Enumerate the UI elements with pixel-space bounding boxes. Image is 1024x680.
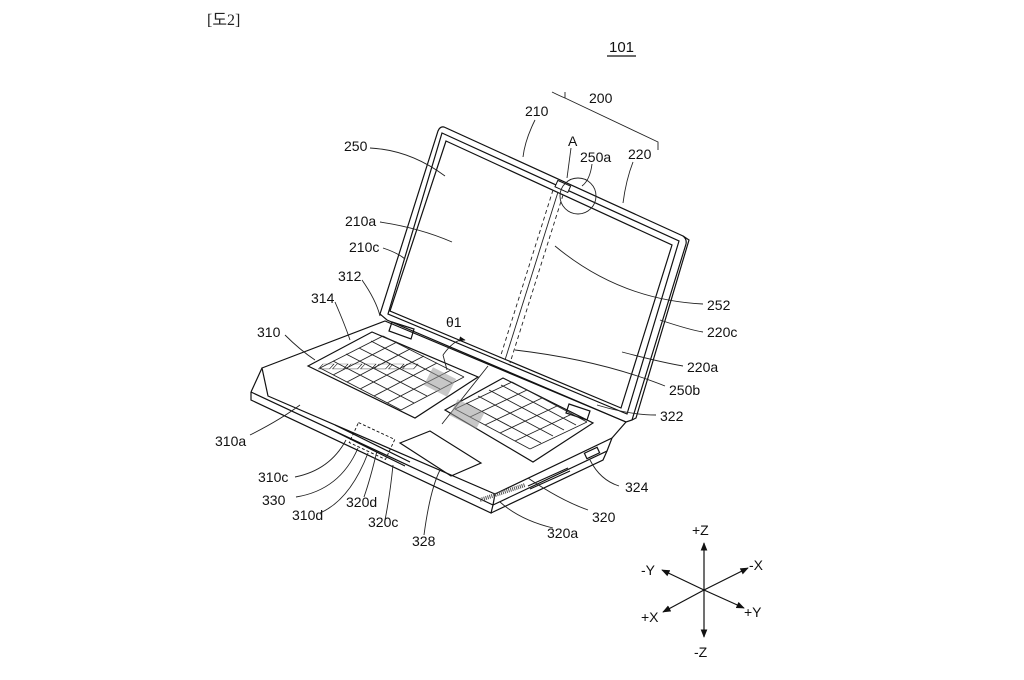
label-220c: 220c — [707, 324, 737, 340]
keys-grid-left — [319, 335, 465, 411]
figure-tag: [도2] — [207, 12, 240, 29]
label-314: 314 — [311, 290, 335, 306]
label-312: 312 — [338, 268, 362, 284]
label-220: 220 — [628, 146, 652, 162]
hinge-left — [388, 321, 415, 340]
label-320c: 320c — [368, 514, 398, 530]
leader-lines — [249, 91, 704, 536]
label-252: 252 — [707, 297, 731, 313]
label-210c: 210c — [349, 239, 379, 255]
label-310a: 310a — [215, 433, 246, 449]
label-324: 324 — [625, 479, 649, 495]
label-310d: 310d — [292, 507, 323, 523]
label-328: 328 — [412, 533, 436, 549]
axis-label-ny: -Y — [641, 562, 656, 578]
label-theta1: θ1 — [446, 314, 462, 330]
keys-grid-right — [449, 381, 588, 450]
label-310c: 310c — [258, 469, 288, 485]
figure-number: 101 — [609, 39, 634, 56]
label-310: 310 — [257, 324, 281, 340]
label-320d: 320d — [346, 494, 377, 510]
label-A: A — [568, 133, 578, 149]
display-housing — [379, 126, 690, 423]
label-250b: 250b — [669, 382, 700, 398]
label-210a: 210a — [345, 213, 376, 229]
label-200: 200 — [589, 90, 613, 106]
label-220a: 220a — [687, 359, 718, 375]
label-250: 250 — [344, 138, 368, 154]
display-screen — [389, 140, 673, 409]
axis-label-nx: -X — [749, 557, 764, 573]
label-320: 320 — [592, 509, 616, 525]
label-210: 210 — [525, 103, 549, 119]
keyboard-base — [250, 320, 627, 514]
axis-label-pz: +Z — [692, 522, 709, 538]
label-330: 330 — [262, 492, 286, 508]
axis-indicator — [661, 542, 749, 638]
axis-label-nz: -Z — [694, 644, 708, 660]
axis-label-py: +Y — [744, 604, 762, 620]
axis-label-px: +X — [641, 609, 659, 625]
label-320a: 320a — [547, 525, 578, 541]
touchpad — [398, 430, 483, 477]
label-322: 322 — [660, 408, 684, 424]
label-250a: 250a — [580, 149, 611, 165]
